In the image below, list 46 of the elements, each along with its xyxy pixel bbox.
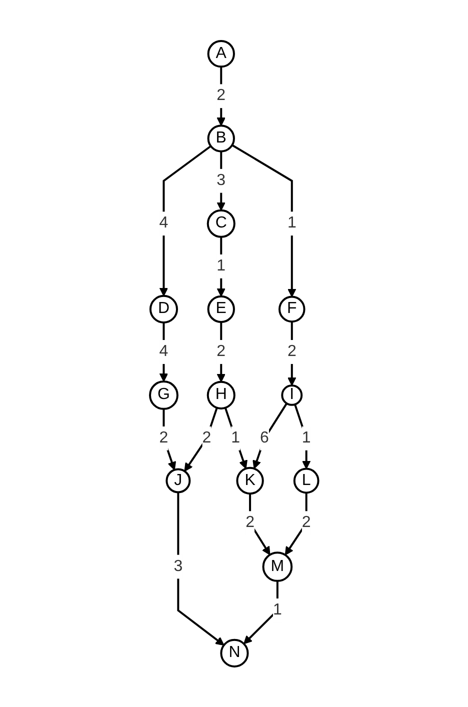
arrow — [177, 492, 224, 646]
node-circle: J — [166, 468, 191, 493]
node-circle: K — [236, 466, 264, 494]
node-circle: F — [278, 296, 306, 322]
edge-label: 4 — [159, 214, 168, 232]
edge-label: 1 — [272, 601, 282, 618]
edge-label: 2 — [287, 342, 296, 360]
arrow — [184, 407, 218, 472]
edge-label: 2 — [159, 429, 168, 446]
edge-label: 2 — [245, 514, 254, 531]
arrow — [294, 404, 311, 469]
node-circle: C — [206, 209, 236, 238]
node-circle: N — [220, 638, 249, 668]
edge-label: 3 — [216, 172, 226, 189]
arrow — [216, 236, 226, 296]
node-circle: L — [293, 468, 320, 494]
edge-label: 1 — [230, 429, 240, 446]
arrow — [159, 145, 212, 296]
arrow — [216, 151, 226, 210]
arrow — [216, 66, 226, 126]
edge-label: 6 — [260, 429, 269, 446]
node-circle: B — [207, 124, 235, 152]
arrow — [243, 580, 278, 644]
edge-label: 4 — [159, 342, 168, 360]
node-circle: M — [262, 551, 292, 582]
arrow — [248, 493, 270, 555]
node-circle: E — [207, 295, 235, 323]
arrow — [224, 407, 248, 469]
arrow — [162, 408, 176, 470]
edge-label: 2 — [216, 86, 226, 104]
node-circle: G — [148, 380, 178, 410]
arrow — [287, 321, 296, 386]
node-circle: I — [281, 384, 302, 406]
edge-label: 1 — [287, 214, 296, 232]
arrow — [252, 402, 288, 469]
edge-label: 2 — [302, 514, 311, 531]
node-circle: D — [149, 294, 178, 324]
edge-label: 1 — [216, 257, 226, 274]
arrow — [216, 322, 226, 382]
node-circle: A — [207, 40, 235, 68]
edge-label: 2 — [216, 342, 226, 360]
edge-label: 1 — [302, 429, 311, 446]
edge-label: 2 — [202, 429, 211, 446]
arrow — [231, 144, 296, 297]
node-circle: H — [206, 380, 236, 410]
edge-label: 3 — [174, 558, 182, 575]
